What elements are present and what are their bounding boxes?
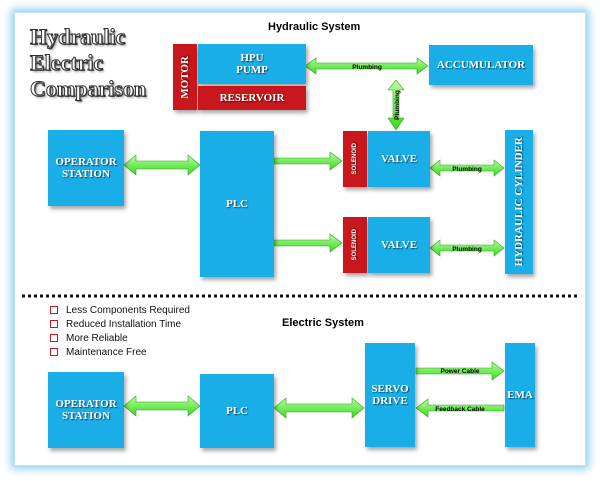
solenoid-2-label: SOLENOID <box>352 229 358 261</box>
benefit-text: More Reliable <box>66 332 128 344</box>
checkbox-icon <box>50 334 58 342</box>
valve-1-label: VALVE <box>380 153 418 165</box>
benefit-text: Less Components Required <box>66 304 190 316</box>
label-plumbing-3: Plumbing <box>452 166 482 173</box>
e-plc-box: PLC <box>200 374 274 448</box>
label-plumbing-2: Plumbing <box>394 90 401 120</box>
benefit-text: Maintenance Free <box>66 346 147 358</box>
benefit-text: Reduced Installation Time <box>66 318 182 330</box>
arrow-feedback-cable <box>415 398 505 418</box>
list-item: Less Components Required <box>50 303 190 317</box>
arrow-power-cable <box>415 361 505 381</box>
arrow-valve2-cylinder <box>429 239 505 257</box>
arrow-e-operator-plc <box>123 395 201 417</box>
motor-box: MOTOR <box>173 44 197 110</box>
benefits-list: Less Components Required Reduced Install… <box>50 303 190 359</box>
checkbox-icon <box>50 348 58 356</box>
hydraulic-cylinder-box: HYDRAULIC CYLINDER <box>505 130 533 274</box>
list-item: Reduced Installation Time <box>50 317 190 331</box>
servo-drive-label: SERVO DRIVE <box>371 383 409 407</box>
arrow-valve1-cylinder <box>429 159 505 177</box>
comparison-title: Hydraulic Electric Comparison <box>30 24 180 102</box>
e-plc-label: PLC <box>226 405 248 417</box>
title-line-3: Comparison <box>30 76 147 102</box>
arrow-e-plc-servo <box>273 397 365 419</box>
title-line-1: Hydraulic <box>30 24 126 50</box>
list-item: More Reliable <box>50 331 190 345</box>
label-power-cable: Power Cable <box>440 368 479 375</box>
hydraulic-cylinder-label: HYDRAULIC CYLINDER <box>513 137 525 267</box>
accumulator-label: ACCUMULATOR <box>436 59 526 71</box>
valve-1-box: VALVE <box>368 131 430 187</box>
arrow-accumulator-valve <box>387 79 405 131</box>
hpu-pump-label: HPU PUMP <box>236 52 268 76</box>
arrow-operator-plc <box>123 154 201 176</box>
reservoir-box: RESERVOIR <box>198 86 306 110</box>
solenoid-1-label: SOLENOID <box>352 143 358 175</box>
arrow-plc-solenoid-2 <box>273 233 343 253</box>
hpu-pump-box: HPU PUMP <box>198 44 306 84</box>
plc-box: PLC <box>200 131 274 277</box>
servo-drive-box: SERVO DRIVE <box>365 343 415 447</box>
electric-system-heading: Electric System <box>282 317 364 329</box>
ema-label: EMA <box>507 389 533 401</box>
e-operator-station-box: OPERATOR STATION <box>48 372 124 448</box>
checkbox-icon <box>50 320 58 328</box>
operator-station-box: OPERATOR STATION <box>48 130 124 206</box>
valve-2-label: VALVE <box>380 239 418 251</box>
arrow-plc-solenoid-1 <box>273 151 343 171</box>
solenoid-2-box: SOLENOID <box>343 217 367 273</box>
plc-label: PLC <box>226 198 248 210</box>
checkbox-icon <box>50 306 58 314</box>
motor-label: MOTOR <box>179 55 191 99</box>
hydraulic-system-heading: Hydraulic System <box>268 21 361 33</box>
label-feedback-cable: Feedback Cable <box>435 406 485 413</box>
label-plumbing-1: Plumbing <box>352 64 382 71</box>
operator-station-label: OPERATOR STATION <box>55 156 117 180</box>
e-operator-station-label: OPERATOR STATION <box>55 398 117 422</box>
valve-2-box: VALVE <box>368 217 430 273</box>
reservoir-label: RESERVOIR <box>219 92 285 104</box>
arrow-hpu-accumulator <box>304 57 429 75</box>
list-item: Maintenance Free <box>50 345 190 359</box>
solenoid-1-box: SOLENOID <box>343 131 367 187</box>
accumulator-box: ACCUMULATOR <box>429 45 533 85</box>
title-line-2: Electric <box>30 50 104 76</box>
label-plumbing-4: Plumbing <box>452 246 482 253</box>
ema-box: EMA <box>505 343 535 447</box>
